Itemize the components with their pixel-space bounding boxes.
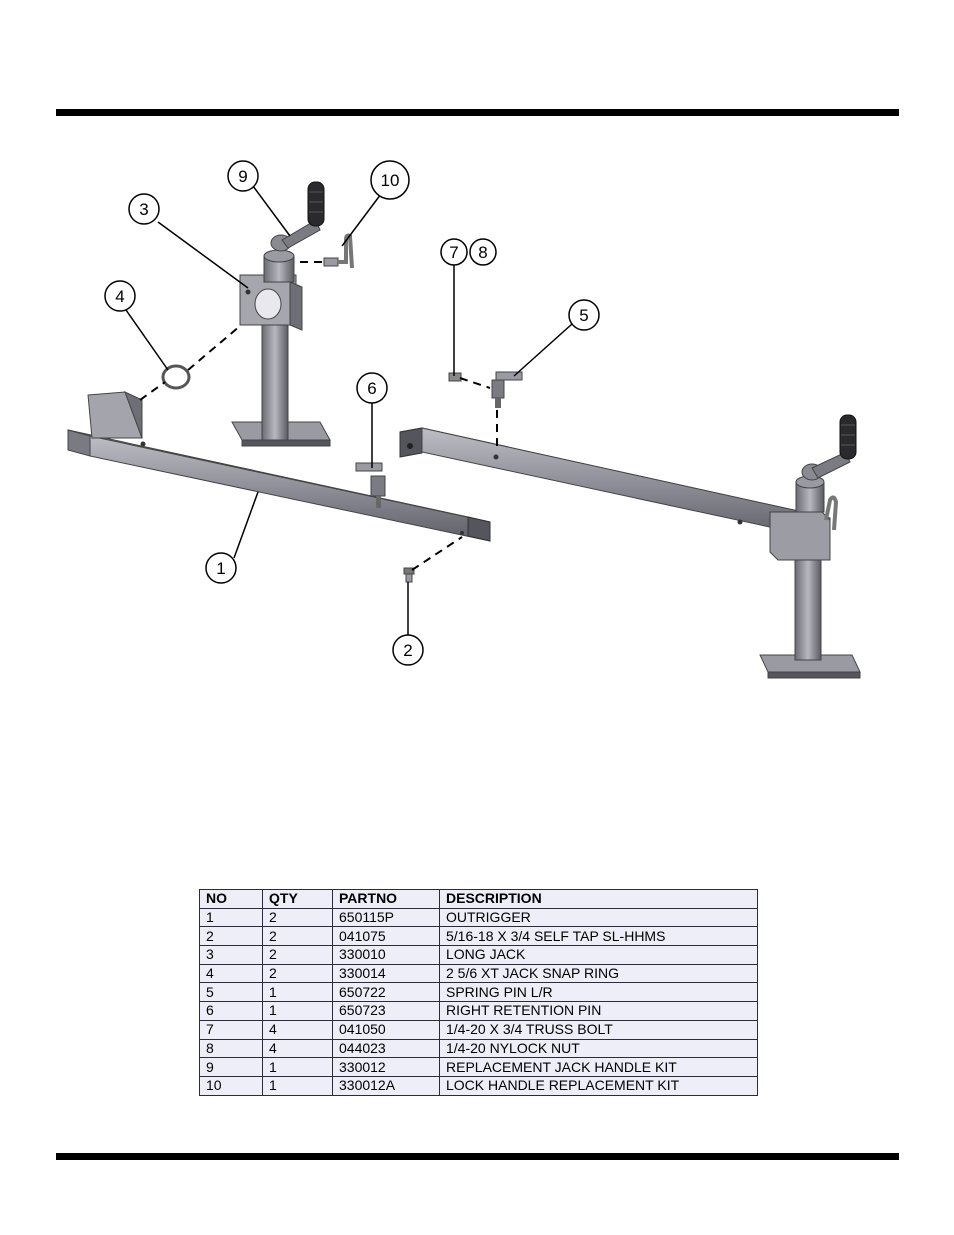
top-rule: [56, 109, 899, 116]
cell-partno: 330010: [332, 945, 440, 965]
cell-partno: 650722: [332, 982, 440, 1003]
table-row: 6 1 650723 RIGHT RETENTION PIN: [199, 1001, 758, 1021]
table-row: 2 2 041075 5/16-18 X 3/4 SELF TAP SL-HHM…: [199, 926, 758, 947]
cell-description: 1/4-20 X 3/4 TRUSS BOLT: [439, 1019, 758, 1040]
table-row: 5 1 650722 SPRING PIN L/R: [199, 982, 758, 1003]
callout-5: 5: [568, 299, 600, 331]
cell-partno: 330012: [332, 1057, 440, 1077]
table-row: 9 1 330012 REPLACEMENT JACK HANDLE KIT: [199, 1057, 758, 1077]
callout-9: 9: [227, 160, 259, 192]
callout-4: 4: [104, 280, 136, 312]
table-row: 4 2 330014 2 5/6 XT JACK SNAP RING: [199, 963, 758, 984]
leader-lines: [125, 185, 573, 636]
callout-8: 8: [469, 238, 497, 266]
assembly-lines: [139, 261, 498, 571]
callout-7-label: 7: [449, 243, 458, 262]
callout-1: 1: [205, 552, 237, 584]
bottom-rule: [56, 1153, 899, 1160]
callout-3-label: 3: [139, 200, 148, 219]
callout-8-label: 8: [478, 243, 487, 262]
callout-10: 10: [370, 160, 410, 200]
right-long-jack: [759, 414, 861, 679]
cell-qty: 1: [262, 1057, 333, 1077]
header-no: NO: [199, 889, 263, 909]
cell-no: 1: [199, 907, 263, 928]
cell-no: 10: [199, 1075, 263, 1096]
cell-description: 1/4-20 NYLOCK NUT: [439, 1038, 758, 1059]
cell-partno: 044023: [332, 1038, 440, 1059]
cell-partno: 330012A: [332, 1075, 440, 1096]
cell-qty: 1: [262, 982, 333, 1003]
snap-ring: [161, 364, 191, 390]
exploded-parts-diagram: 1 2 3 4 5 6 7 8 9 10: [67, 160, 861, 679]
cell-qty: 2: [262, 963, 333, 984]
cell-partno: 650115P: [332, 907, 440, 928]
cell-no: 3: [199, 945, 263, 965]
right-retention-pin: [355, 462, 386, 508]
cell-description: OUTRIGGER: [439, 907, 758, 928]
right-outrigger-beam: [399, 427, 831, 541]
callout-9-label: 9: [238, 167, 247, 186]
callout-1-label: 1: [216, 559, 225, 578]
cell-no: 2: [199, 926, 263, 947]
cell-qty: 4: [262, 1019, 333, 1040]
callout-6: 6: [356, 372, 388, 404]
cell-partno: 650723: [332, 1001, 440, 1021]
parts-table: NO QTY PARTNO DESCRIPTION 1 2 650115P OU…: [199, 889, 758, 1096]
cell-description: REPLACEMENT JACK HANDLE KIT: [439, 1057, 758, 1077]
callout-5-label: 5: [579, 306, 588, 325]
table-row: 8 4 044023 1/4-20 NYLOCK NUT: [199, 1038, 758, 1059]
header-partno: PARTNO: [332, 889, 440, 909]
cell-qty: 2: [262, 945, 333, 965]
callout-10-label: 10: [381, 171, 400, 190]
cell-description: LONG JACK: [439, 945, 758, 965]
header-description: DESCRIPTION: [439, 889, 758, 909]
cell-no: 7: [199, 1019, 263, 1040]
callout-4-label: 4: [115, 287, 124, 306]
cell-no: 4: [199, 963, 263, 984]
self-tap-screw: [403, 567, 415, 583]
callout-3: 3: [128, 193, 160, 225]
cell-partno: 041050: [332, 1019, 440, 1040]
table-row: 10 1 330012A LOCK HANDLE REPLACEMENT KIT: [199, 1075, 758, 1096]
table-row: 3 2 330010 LONG JACK: [199, 945, 758, 965]
cell-partno: 041075: [332, 926, 440, 947]
header-qty: QTY: [262, 889, 333, 909]
cell-qty: 2: [262, 907, 333, 928]
callout-2: 2: [392, 634, 424, 666]
cell-qty: 2: [262, 926, 333, 947]
cell-qty: 1: [262, 1001, 333, 1021]
cell-no: 6: [199, 1001, 263, 1021]
cell-no: 8: [199, 1038, 263, 1059]
spring-pin: [491, 371, 523, 408]
table-row: 7 4 041050 1/4-20 X 3/4 TRUSS BOLT: [199, 1019, 758, 1040]
callout-6-label: 6: [367, 379, 376, 398]
cell-description: 2 5/6 XT JACK SNAP RING: [439, 963, 758, 984]
truss-bolt-nut: [448, 372, 462, 382]
callout-7: 7: [440, 238, 468, 266]
table-row: 1 2 650115P OUTRIGGER: [199, 907, 758, 928]
cell-description: RIGHT RETENTION PIN: [439, 1001, 758, 1021]
cell-description: SPRING PIN L/R: [439, 982, 758, 1003]
left-long-jack: [231, 181, 331, 447]
callout-2-label: 2: [403, 641, 412, 660]
left-outrigger-beam: [67, 391, 491, 542]
cell-partno: 330014: [332, 963, 440, 984]
cell-description: LOCK HANDLE REPLACEMENT KIT: [439, 1075, 758, 1096]
cell-qty: 4: [262, 1038, 333, 1059]
table-header-row: NO QTY PARTNO DESCRIPTION: [199, 889, 758, 909]
cell-no: 9: [199, 1057, 263, 1077]
cell-qty: 1: [262, 1075, 333, 1096]
left-lock-handle: [323, 233, 354, 269]
cell-no: 5: [199, 982, 263, 1003]
cell-description: 5/16-18 X 3/4 SELF TAP SL-HHMS: [439, 926, 758, 947]
